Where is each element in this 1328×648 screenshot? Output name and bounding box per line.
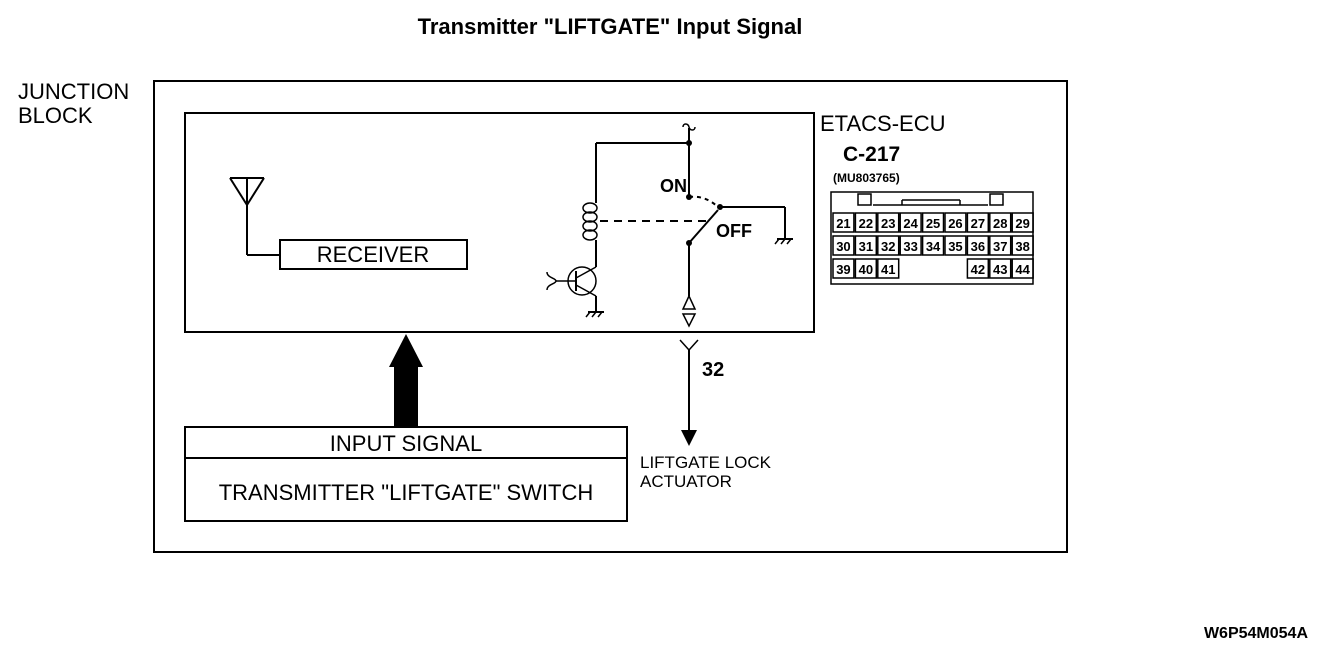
pin-cell-21 [832, 212, 855, 233]
pin-cell-27 [966, 212, 990, 233]
pin-label-30: 30 [836, 239, 850, 254]
pin-cell-39 [832, 258, 855, 279]
pin-label-43: 43 [993, 262, 1007, 277]
output-wire [679, 339, 699, 446]
connector-id: C-217 [843, 143, 900, 166]
input-signal-box [184, 426, 628, 522]
pin-cell-31 [854, 235, 878, 256]
pin-label-33: 33 [903, 239, 917, 254]
pin-label-22: 22 [859, 216, 873, 231]
pin-label-44: 44 [1015, 262, 1030, 277]
pin-cell-35 [944, 235, 967, 256]
pin-label-36: 36 [971, 239, 985, 254]
etacs-ecu-box [184, 112, 815, 333]
pin-cell-40 [854, 258, 878, 279]
connector-part-number: (MU803765) [833, 171, 900, 185]
pin-cell-34 [921, 235, 945, 256]
receiver-box [279, 239, 468, 270]
pin-cell-44 [1011, 258, 1034, 279]
pin-label-31: 31 [859, 239, 873, 254]
relay-on-label: ON [660, 176, 687, 196]
pin-cell-32 [877, 235, 900, 256]
pin-cell-28 [989, 212, 1012, 233]
input-signal-header: INPUT SIGNAL [330, 431, 482, 456]
pin-label-28: 28 [993, 216, 1007, 231]
pin-label-39: 39 [836, 262, 850, 277]
pin-cell-41 [877, 258, 900, 279]
pin-label-23: 23 [881, 216, 895, 231]
actuator-label-line2: ACTUATOR [640, 472, 732, 491]
pin-cell-24 [899, 212, 922, 233]
pin-cell-38 [1011, 235, 1034, 256]
pin-label-32: 32 [881, 239, 895, 254]
junction-block-label-line2: BLOCK [18, 103, 93, 128]
relay-circuit [546, 123, 793, 328]
pin-cell-42 [966, 258, 990, 279]
pin-label-24: 24 [903, 216, 918, 231]
transistor-icon [546, 258, 604, 318]
actuator-label-line1: LIFTGATE LOCK [640, 453, 772, 472]
pin-cell-33 [899, 235, 922, 256]
figure-code: W6P54M054A [1204, 625, 1308, 642]
pin-label-25: 25 [926, 216, 940, 231]
pin-cell-30 [832, 235, 855, 256]
connector-c217: 21 22 23 24 25 26 27 28 29 30 31 32 33 34 35 36 37 38 39 40… [830, 191, 1034, 285]
pin-label-34: 34 [926, 239, 941, 254]
relay-coil-icon [582, 202, 598, 258]
pin-label-21: 21 [836, 216, 850, 231]
pin-label-29: 29 [1015, 216, 1029, 231]
relay-off-label: OFF [716, 221, 752, 241]
pin-cell-43 [989, 258, 1012, 279]
pin-cell-25 [921, 212, 945, 233]
pin-label-27: 27 [971, 216, 985, 231]
pin-cell-22 [854, 212, 878, 233]
pin-label-40: 40 [859, 262, 873, 277]
input-signal-source: TRANSMITTER "LIFTGATE" SWITCH [219, 480, 594, 505]
pin-cell-36 [966, 235, 990, 256]
junction-block-label-line1: JUNCTION [18, 79, 129, 104]
input-arrow [389, 334, 423, 427]
pin-label-37: 37 [993, 239, 1007, 254]
pin-label-38: 38 [1015, 239, 1029, 254]
terminal-number: 32 [702, 359, 724, 381]
pin-cell-29 [1011, 212, 1034, 233]
pin-cell-37 [989, 235, 1012, 256]
pin-cell-26 [944, 212, 967, 233]
junction-block-frame [153, 80, 1068, 553]
ecu-name: ETACS-ECU [820, 111, 946, 136]
pin-label-26: 26 [948, 216, 962, 231]
pin-label-42: 42 [971, 262, 985, 277]
pin-cell-23 [877, 212, 900, 233]
antenna-icon [229, 177, 280, 256]
receiver-label: RECEIVER [317, 242, 429, 267]
pin-label-35: 35 [948, 239, 962, 254]
diagram-title: Transmitter "LIFTGATE" Input Signal [418, 14, 803, 39]
pin-label-41: 41 [881, 262, 895, 277]
